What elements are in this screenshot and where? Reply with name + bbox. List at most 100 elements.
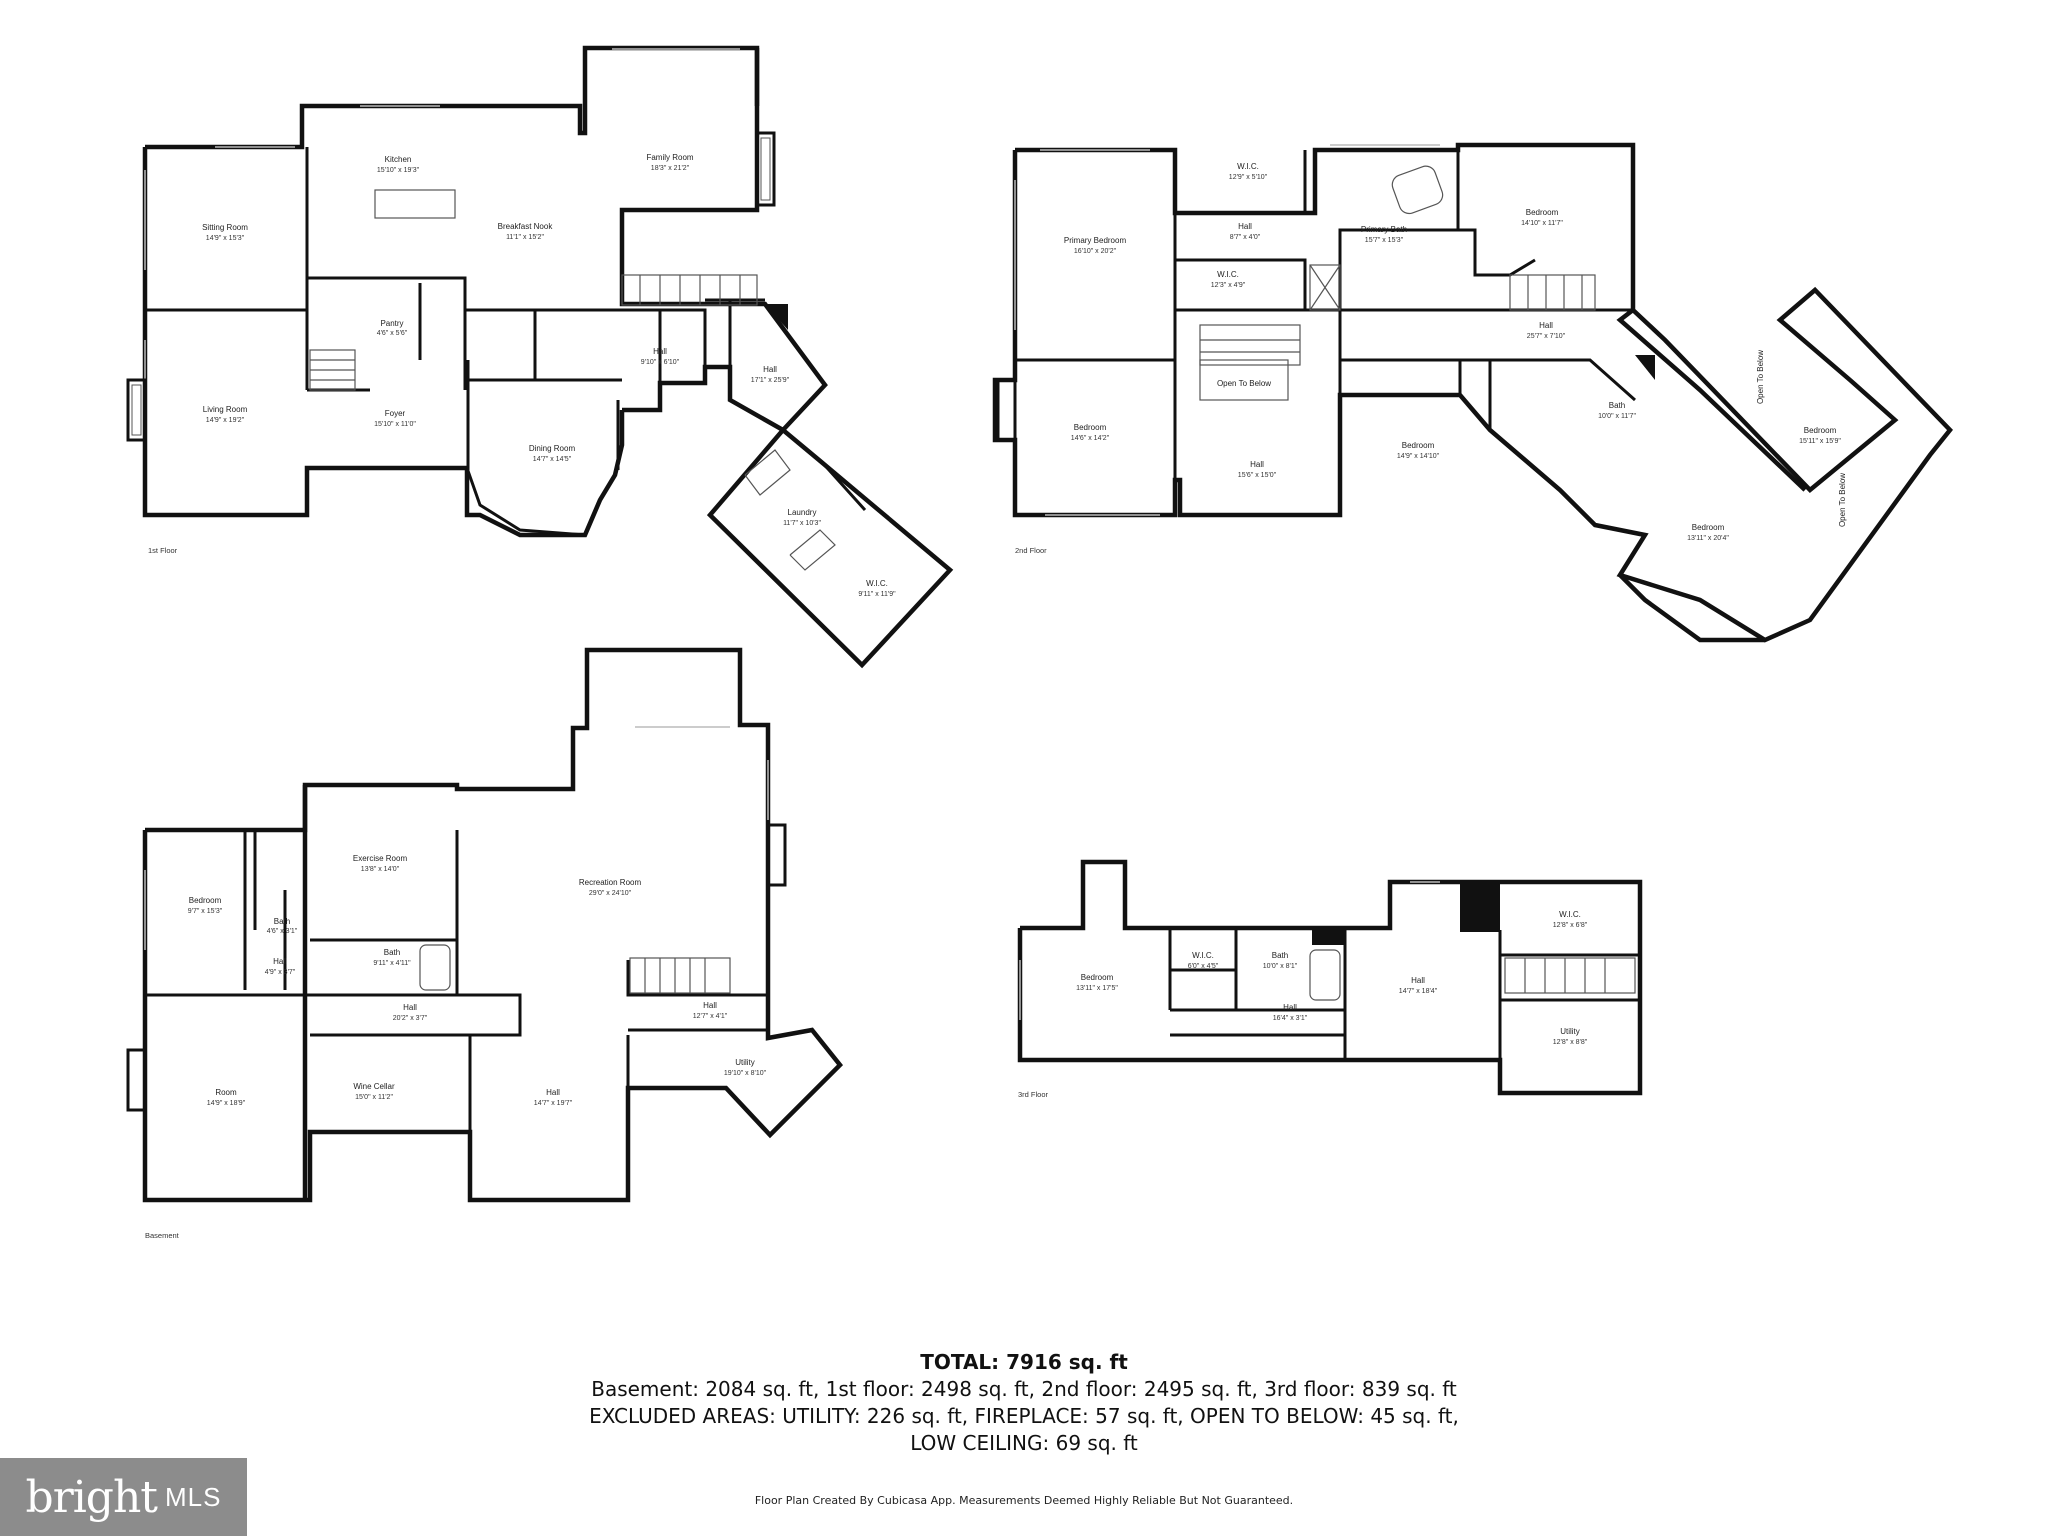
rotated-label: Open To Below [1838,473,1847,527]
room-name: W.I.C. [866,579,888,588]
room-name: Hall [653,347,667,356]
room-name: Bedroom [1074,423,1107,432]
room-name: Utility [735,1058,755,1067]
floor-label: 3rd Floor [1018,1090,1049,1099]
room-dimension: 9'10" x 6'10" [641,359,680,366]
room-dimension: 16'4" x 3'1" [1273,1015,1308,1022]
room-name: Sitting Room [202,223,248,232]
room-name: Foyer [385,409,406,418]
room-dimension: 4'6" x 5'6" [377,330,408,337]
room-name: Family Room [646,153,693,162]
room-name: Bedroom [1804,426,1837,435]
room-name: Hall [703,1001,717,1010]
room-name: Pantry [380,319,403,328]
floor-label: 1st Floor [148,546,178,555]
room-dimension: 19'10" x 8'10" [724,1070,767,1077]
room-dimension: 16'10" x 20'2" [1074,248,1117,255]
room-name: Primary Bedroom [1064,236,1127,245]
room-dimension: 12'7" x 4'1" [693,1013,728,1020]
room-name: Hall [546,1088,560,1097]
room-name: Utility [1560,1027,1580,1036]
low-ceiling-area: LOW CEILING: 69 sq. ft [910,1431,1138,1455]
room-dimension: 14'6" x 14'2" [1071,435,1110,442]
room-name: Bath [1609,401,1625,410]
room-dimension: 12'3" x 4'9" [1211,282,1246,289]
room-dimension: 13'8" x 14'0" [361,866,400,873]
bright-mls-logo: bright MLS [0,1458,247,1536]
room-name: W.I.C. [1192,951,1214,960]
room-dimension: 14'9" x 18'9" [207,1100,246,1107]
room-name: Wine Cellar [353,1082,395,1091]
room-name: Kitchen [385,155,412,164]
room-name: Room [215,1088,237,1097]
room-dimension: 15'0" x 11'2" [355,1094,393,1101]
room-dimension: 4'6" x 3'1" [267,928,298,935]
room-name: Primary Bath [1361,225,1407,234]
room-name: Bath [274,917,290,926]
room-dimension: 14'7" x 19'7" [534,1100,573,1107]
room-name: Hall [273,957,287,966]
room-dimension: 14'9" x 19'2" [206,417,245,424]
room-dimension: 12'8" x 8'8" [1553,1039,1588,1046]
room-name: Bedroom [1402,441,1435,450]
second-floor-plan [992,142,1953,643]
room-name: Breakfast Nook [498,222,554,231]
room-dimension: 14'7" x 14'5" [533,456,572,463]
room-name: Living Room [203,405,248,414]
room-dimension: 13'11" x 20'4" [1687,535,1729,542]
room-name: W.I.C. [1237,162,1259,171]
room-name: Hall [1539,321,1553,330]
room-dimension: 14'10" x 11'7" [1521,220,1563,227]
room-name: W.I.C. [1217,270,1239,279]
room-name: Bedroom [189,896,222,905]
second-floor-labels: W.I.C. 12'9" x 5'10" Primary Bedroom 16'… [1015,162,1847,555]
room-name: Bath [384,948,400,957]
room-dimension: 12'8" x 6'8" [1553,922,1588,929]
rotated-label: Open To Below [1756,350,1765,404]
disclaimer-text: Floor Plan Created By Cubicasa App. Meas… [754,1494,1294,1507]
room-name: Exercise Room [353,854,408,863]
room-dimension: 14'9" x 15'3" [206,235,245,242]
room-dimension: 13'11" x 17'5" [1076,985,1118,992]
room-dimension: 9'11" x 11'9" [858,591,896,598]
room-name: W.I.C. [1559,910,1581,919]
room-dimension: 11'1" x 15'2" [506,234,544,241]
basement-labels: Exercise Room 13'8" x 14'0" Recreation R… [145,854,767,1240]
logo-brand: bright [25,1471,158,1523]
room-name: Open To Below [1217,379,1271,388]
room-dimension: 10'0" x 11'7" [1598,413,1636,420]
floor-areas: Basement: 2084 sq. ft, 1st floor: 2498 s… [591,1377,1457,1401]
room-name: Hall [1250,460,1264,469]
room-name: Laundry [788,508,817,517]
room-dimension: 18'3" x 21'2" [651,165,690,172]
room-dimension: 12'9" x 5'10" [1229,174,1268,181]
room-dimension: 15'6" x 15'0" [1238,472,1277,479]
basement-plan [126,647,844,1203]
room-dimension: 15'10" x 19'3" [377,167,420,174]
room-dimension: 11'7" x 10'3" [783,520,821,527]
room-dimension: 9'7" x 15'3" [188,908,223,915]
third-floor-labels: W.I.C. 12'8" x 6'8" Bedroom 13'11" x 17'… [1018,910,1588,1099]
room-dimension: 10'0" x 8'1" [1263,963,1298,970]
room-dimension: 14'7" x 18'4" [1399,988,1438,995]
room-dimension: 29'0" x 24'10" [589,890,632,897]
floor-label: 2nd Floor [1015,546,1047,555]
room-dimension: 15'10" x 11'0" [374,421,416,428]
room-dimension: 17'1" x 25'9" [751,377,790,384]
room-name: Hall [1411,976,1425,985]
excluded-areas: EXCLUDED AREAS: UTILITY: 226 sq. ft, FIR… [589,1404,1459,1428]
room-dimension: 25'7" x 7'10" [1527,333,1566,340]
first-floor-plan [126,45,954,669]
room-dimension: 8'7" x 4'0" [1230,234,1261,241]
logo-suffix: MLS [165,1481,222,1512]
room-dimension: 4'9" x 3'7" [265,969,296,976]
floor-label: Basement [145,1231,180,1240]
room-name: Hall [1283,1003,1297,1012]
room-name: Bedroom [1692,523,1725,532]
room-name: Hall [1238,222,1252,231]
room-name: Bedroom [1081,973,1114,982]
room-name: Hall [403,1003,417,1012]
area-summary: TOTAL: 7916 sq. ft Basement: 2084 sq. ft… [0,1349,2048,1457]
room-dimension: 15'7" x 15'3" [1365,237,1404,244]
